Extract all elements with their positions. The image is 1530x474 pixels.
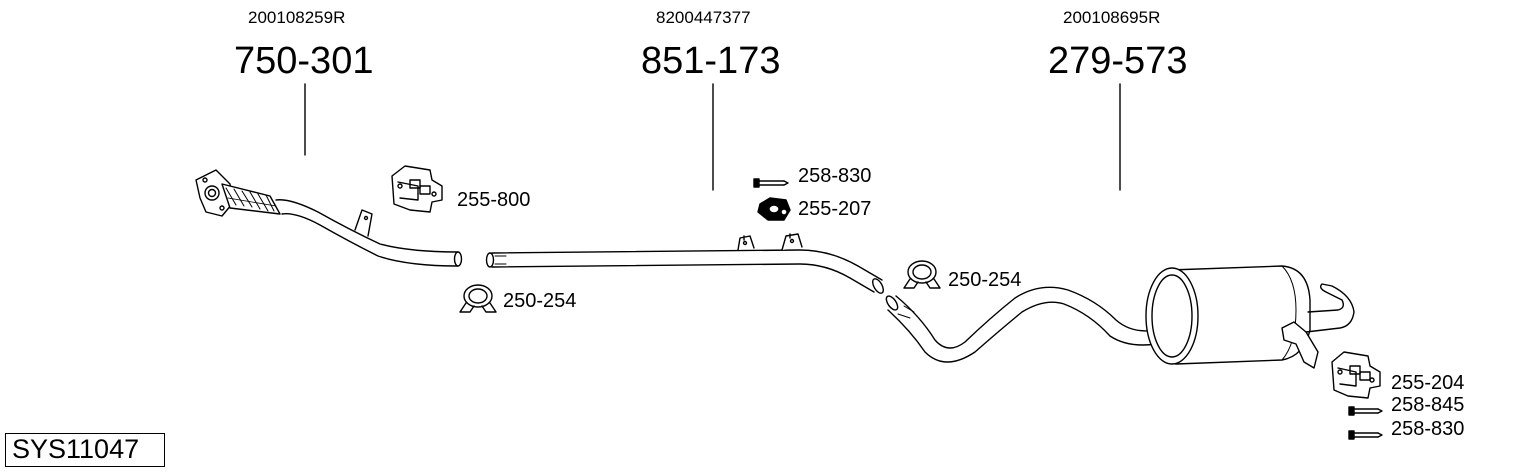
oem-number-rear-silencer: 200108695R [1063,8,1161,27]
hanger-255-800[interactable] [391,165,443,213]
middle-pipe-851-173[interactable] [485,233,886,295]
front-pipe-750-301[interactable] [195,169,463,267]
label-clamp-250-254-front[interactable]: 250-254 [503,290,577,312]
bolt-258-830-rear[interactable] [1348,430,1383,440]
oem-number-middle-pipe: 8200447377 [656,8,751,27]
system-code-box: SYS11047 [5,433,165,467]
label-rubber-mount-255-207[interactable]: 255-207 [798,198,872,220]
clamp-250-254-front[interactable] [459,284,497,313]
oem-number-front-pipe: 200108259R [248,8,346,27]
part-number-middle-pipe[interactable]: 851-173 [641,40,781,82]
bolt-258-830-middle[interactable] [753,178,789,188]
hanger-255-204[interactable] [1331,351,1381,399]
label-bolt-258-845[interactable]: 258-845 [1391,394,1465,416]
part-number-rear-silencer[interactable]: 279-573 [1048,40,1188,82]
clamp-250-254-rear[interactable] [903,260,941,289]
bolt-258-845[interactable] [1348,406,1383,416]
system-code: SYS11047 [12,434,140,464]
label-clamp-250-254-rear[interactable]: 250-254 [948,269,1022,291]
label-bolt-258-830-rear[interactable]: 258-830 [1391,418,1465,440]
rear-silencer-279-573[interactable] [884,265,1355,369]
label-bolt-258-830-middle[interactable]: 258-830 [798,165,872,187]
rubber-mount-255-207[interactable] [757,197,791,221]
label-hanger-255-204[interactable]: 255-204 [1391,372,1465,394]
part-number-front-pipe[interactable]: 750-301 [234,40,374,82]
label-hanger-255-800[interactable]: 255-800 [457,189,531,211]
